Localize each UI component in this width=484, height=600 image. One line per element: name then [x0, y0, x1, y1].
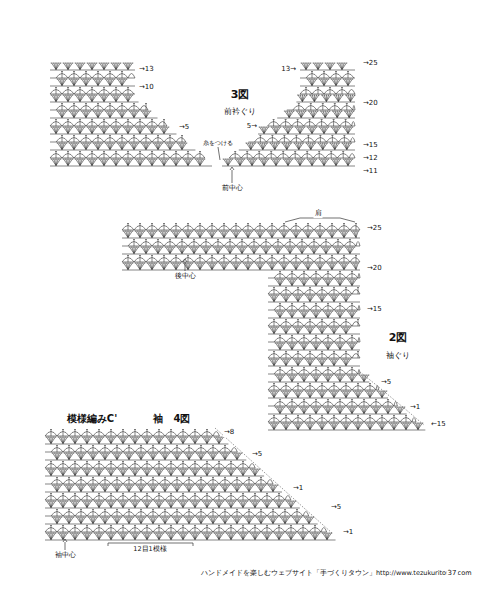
- row-number: ←15: [430, 421, 447, 429]
- leader-line: [218, 147, 220, 160]
- figure-number: 3図: [230, 89, 251, 101]
- center-arrow: [232, 170, 233, 183]
- shaping-line: [360, 372, 424, 425]
- stitch-rows: [50, 63, 212, 166]
- row-number: →1: [342, 529, 354, 537]
- stitch-texture: [45, 63, 425, 540]
- row-number: →12: [362, 155, 379, 163]
- row-number: →20: [362, 100, 379, 108]
- stitch-rows: [268, 272, 425, 431]
- shoulder-bracket: [285, 218, 355, 222]
- row-number: →10: [138, 84, 155, 92]
- arrow-head: [183, 259, 187, 262]
- stitch-rows: [222, 63, 356, 166]
- arrow-head: [63, 539, 67, 542]
- figure-number: 4図: [173, 413, 192, 424]
- center-arrow: [185, 262, 186, 271]
- note: 糸をつける: [202, 140, 234, 147]
- repeat-note: 12目1模様: [132, 546, 167, 553]
- stitch-rows: [45, 430, 336, 541]
- row-number: →5: [330, 504, 342, 512]
- row-number: →1: [409, 404, 421, 412]
- part-name: 肩: [314, 210, 323, 218]
- page-number: 37: [447, 570, 458, 578]
- center-mark: 袖中心: [54, 552, 77, 559]
- center-mark: 前中心: [221, 185, 244, 192]
- row-number: 13→: [280, 66, 297, 74]
- pattern-name: 模様編みC': [66, 413, 118, 424]
- row-number: →25: [366, 225, 383, 233]
- row-number: →5: [380, 379, 392, 387]
- row-number: →5: [178, 124, 190, 132]
- center-arrow: [65, 542, 66, 550]
- row-number: →20: [366, 265, 383, 273]
- shaping-line: [215, 428, 332, 533]
- row-number: →25: [362, 60, 379, 68]
- row-number: →1: [292, 485, 304, 493]
- row-number: →13: [138, 66, 155, 74]
- row-number: →15: [366, 306, 383, 314]
- row-number: →8: [223, 429, 235, 437]
- row-number: →15: [362, 142, 379, 150]
- row-number: →11: [362, 168, 379, 176]
- footer-text: ハンドメイドを楽しむウェブサイト「手づくりタウン」http://www.tezu…: [200, 570, 472, 577]
- part-name: 袖: [152, 413, 164, 424]
- row-number: →5: [251, 451, 263, 459]
- figure-title: 袖ぐり: [385, 352, 411, 361]
- figure-title: 前衿ぐり: [223, 108, 257, 117]
- arrow-head: [230, 167, 234, 170]
- figure-number: 2図: [388, 332, 409, 344]
- row-number: 5→: [246, 123, 258, 131]
- stitch-rows: [122, 224, 360, 271]
- center-mark: 後中心: [174, 273, 197, 280]
